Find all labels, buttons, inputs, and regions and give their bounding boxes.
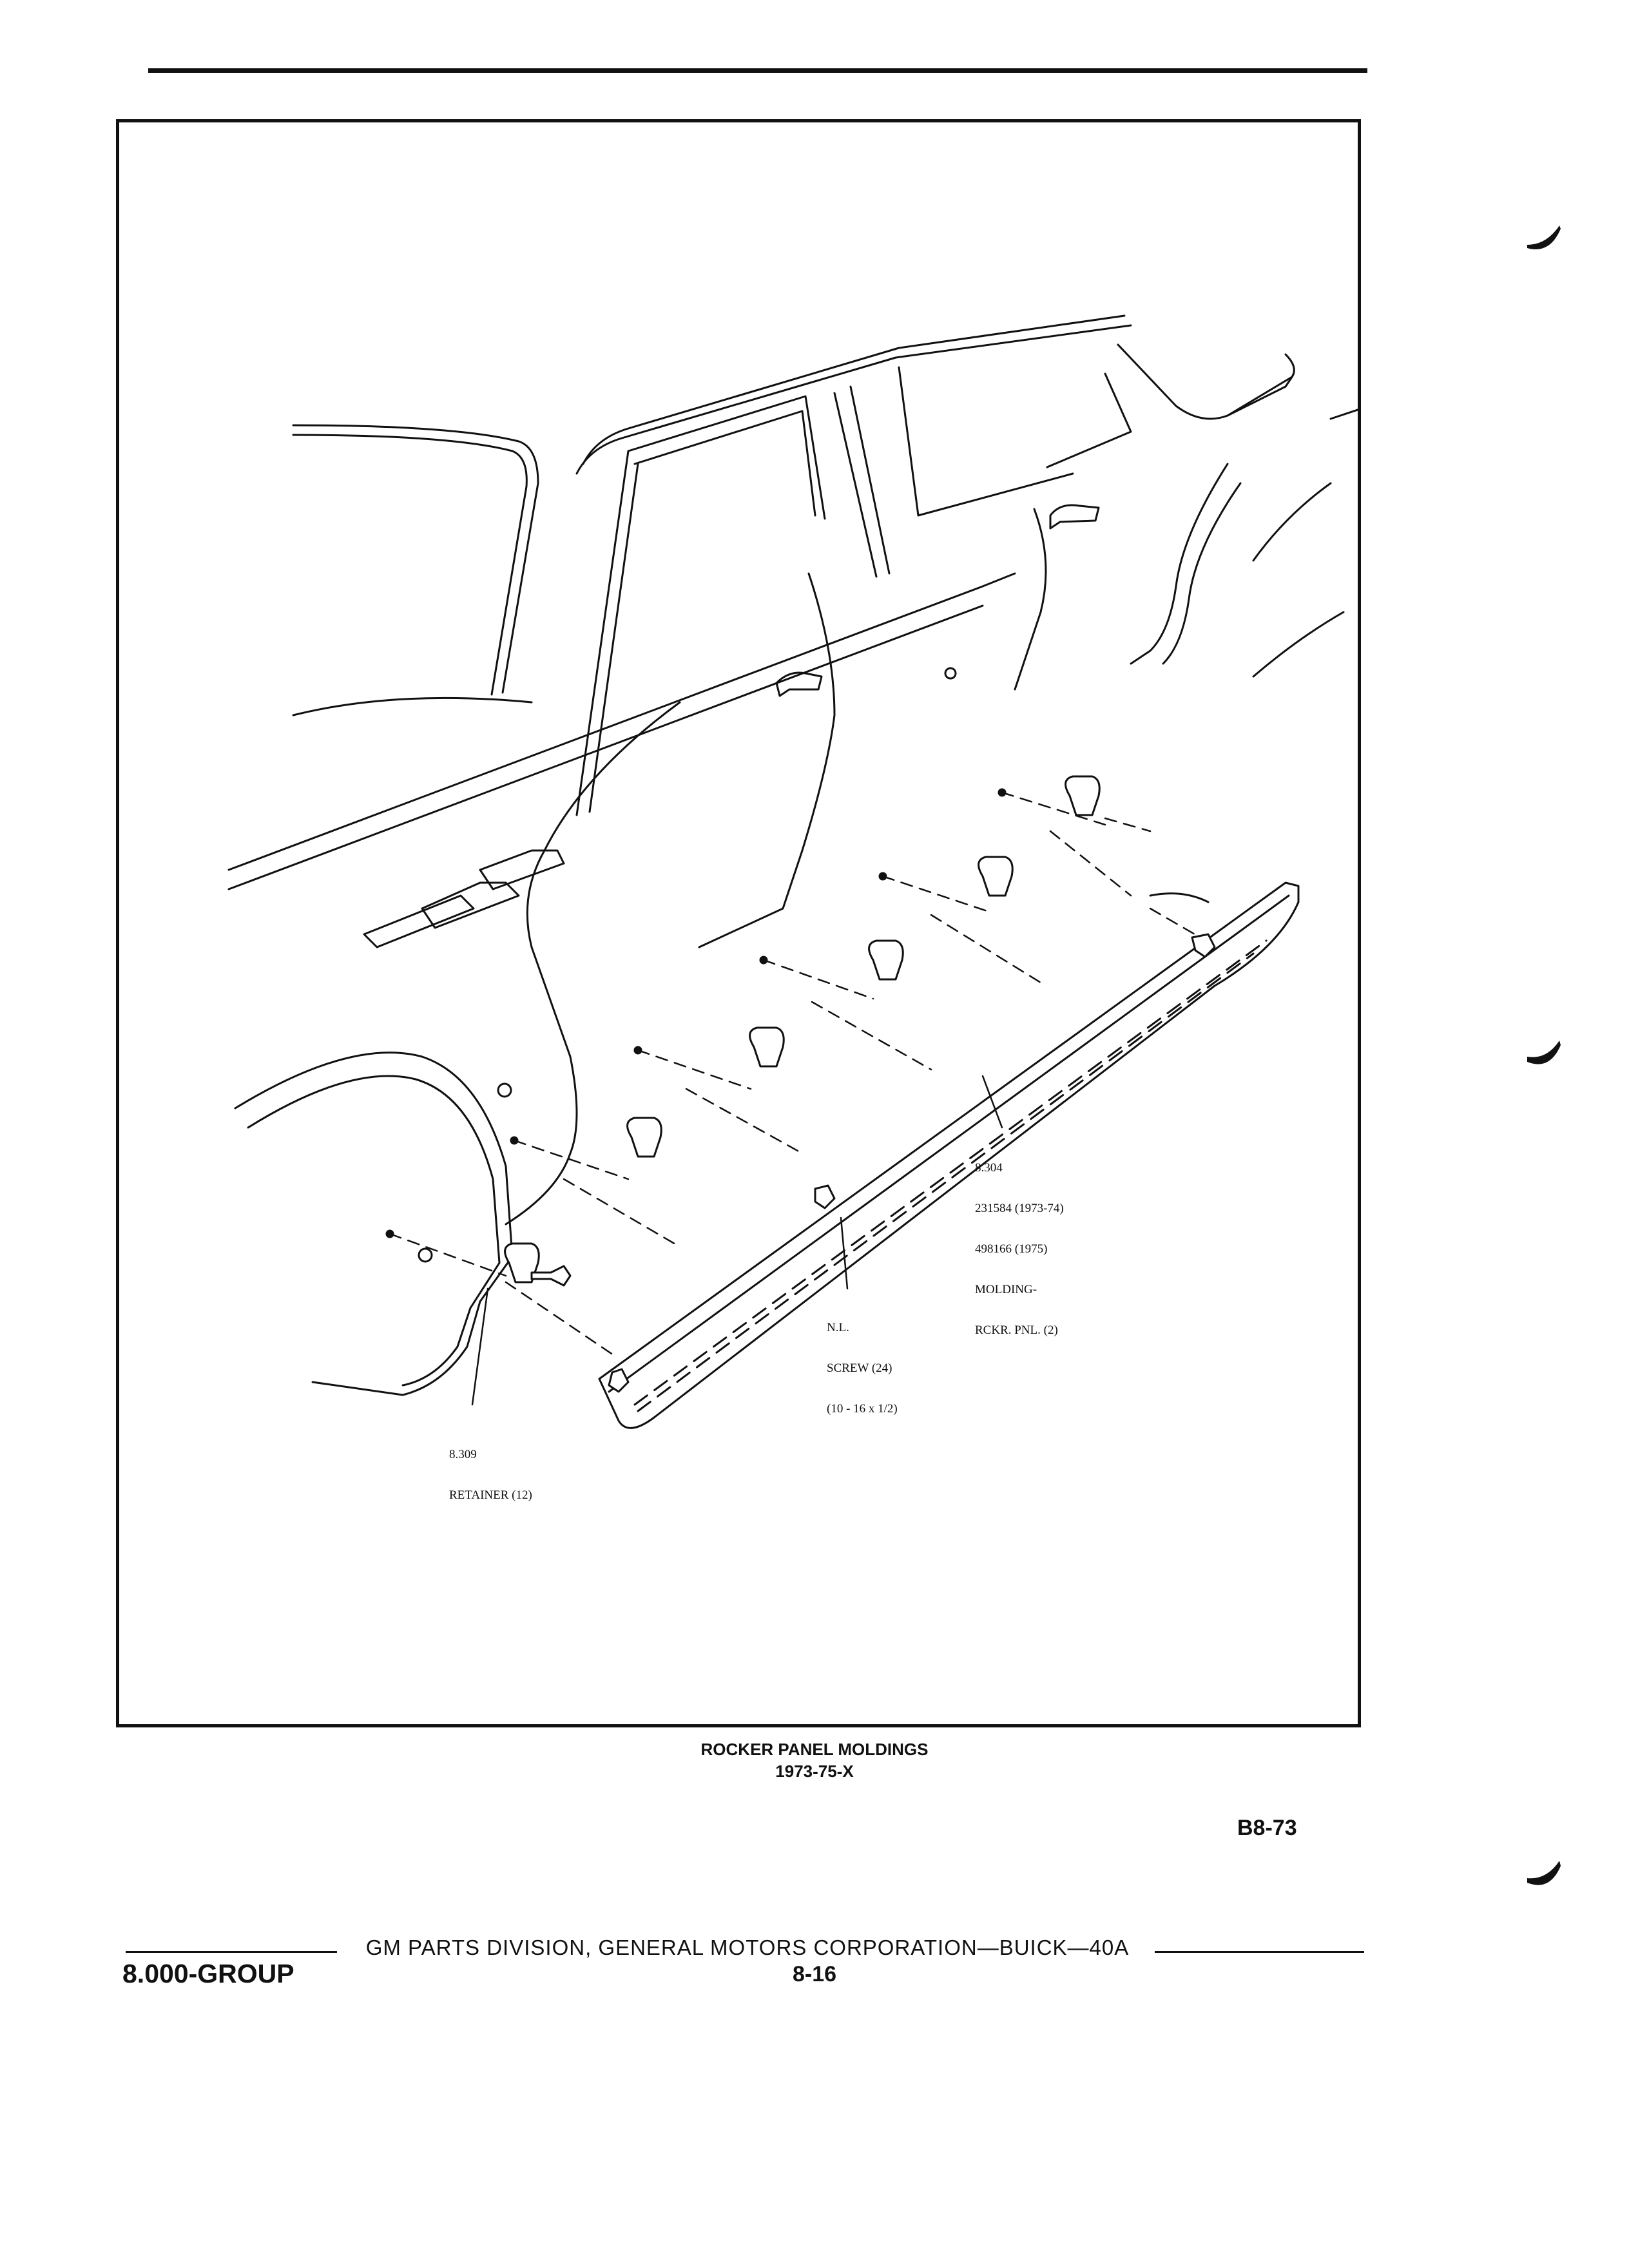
figure-caption-subtitle: 1973-75-X bbox=[775, 1762, 854, 1781]
footer-group-label: 8.000-GROUP bbox=[122, 1959, 294, 1988]
car-trim-details bbox=[363, 504, 1100, 1263]
callout-line: RETAINER (12) bbox=[449, 1488, 532, 1502]
footer-rule-left bbox=[126, 1951, 337, 1953]
assembly-lines bbox=[389, 791, 1213, 1358]
callout-line: SCREW (24) bbox=[827, 1361, 892, 1375]
footer-publisher: GM PARTS DIVISION, GENERAL MOTORS CORPOR… bbox=[365, 1936, 1130, 1959]
callout-molding: 8.304 231584 (1973-74) 498166 (1975) MOL… bbox=[975, 1134, 1064, 1364]
binder-mark-icon bbox=[1527, 226, 1561, 249]
retainer-clips bbox=[504, 775, 1101, 1283]
callout-line: (10 - 16 x 1/2) bbox=[827, 1402, 898, 1416]
leader-lines bbox=[471, 1075, 1003, 1406]
callout-line: 498166 (1975) bbox=[975, 1242, 1048, 1256]
callout-line: 231584 (1973-74) bbox=[975, 1202, 1064, 1215]
binder-mark-icon bbox=[1527, 1861, 1561, 1885]
figure-caption-title: ROCKER PANEL MOLDINGS bbox=[700, 1740, 929, 1759]
screws bbox=[530, 933, 1216, 1393]
callout-line: MOLDING- bbox=[975, 1283, 1037, 1296]
mounting-holes bbox=[385, 788, 1007, 1238]
callout-retainer: 8.309 RETAINER (12) bbox=[449, 1421, 532, 1529]
callout-part-number: 8.304 bbox=[975, 1161, 1003, 1175]
footer-rule-right bbox=[1155, 1951, 1364, 1953]
callout-screw: N.L. SCREW (24) (10 - 16 x 1/2) bbox=[827, 1294, 898, 1443]
header-rule bbox=[148, 68, 1367, 73]
illustration-frame: 8.304 231584 (1973-74) 498166 (1975) MOL… bbox=[116, 119, 1361, 1727]
page-number: 8-16 bbox=[792, 1962, 837, 1986]
rocker-molding bbox=[598, 881, 1300, 1429]
callout-part-number: N.L. bbox=[827, 1321, 849, 1334]
car-body-lines bbox=[227, 408, 1358, 1396]
car-roof-lines bbox=[292, 314, 1295, 816]
callout-part-number: 8.309 bbox=[449, 1448, 477, 1461]
callout-line: RCKR. PNL. (2) bbox=[975, 1323, 1058, 1337]
figure-code: B8-73 bbox=[1237, 1816, 1297, 1840]
binder-mark-icon bbox=[1527, 1041, 1561, 1064]
rocker-panel-illustration bbox=[227, 314, 1358, 1429]
